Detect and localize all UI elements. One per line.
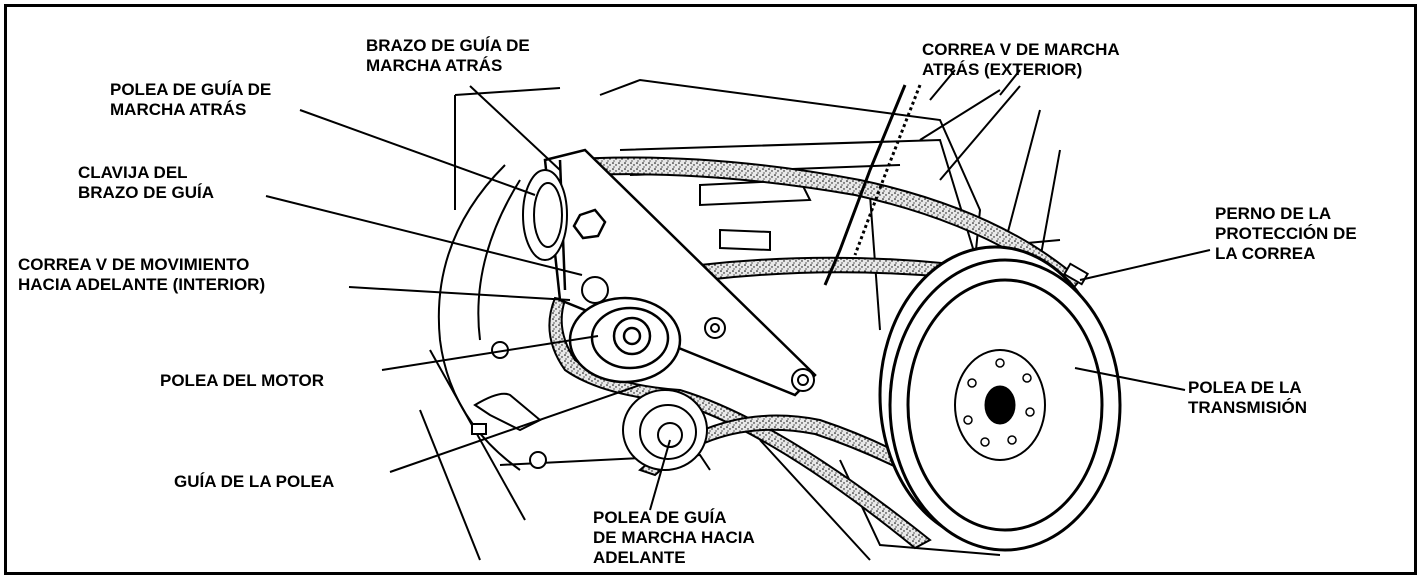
pulley-guide	[471, 341, 547, 469]
label-engine-pulley: POLEA DEL MOTOR	[160, 371, 325, 390]
label-belt-guard-bolt: PERNO DE LA PROTECCIÓN DE LA CORREA	[1215, 204, 1357, 263]
leader-lines	[265, 85, 1211, 511]
label-reverse-guide-arm: BRAZO DE GUÍA DE MARCHA ATRÁS	[366, 36, 530, 75]
forward-idler-pulley	[622, 389, 708, 471]
engine-pulley	[568, 296, 682, 384]
drive-pulley	[878, 245, 1122, 552]
reverse-idler-pulley	[522, 169, 568, 261]
arm-bolts	[704, 317, 815, 392]
label-guide-arm-pin: CLAVIJA DEL BRAZO DE GUÍA	[78, 163, 214, 202]
label-forward-idler-pulley: POLEA DE GUÍA DE MARCHA HACIA ADELANTE	[593, 508, 755, 567]
cable	[823, 84, 922, 286]
guide-arm-pin	[581, 276, 609, 304]
label-pulley-guide: GUÍA DE LA POLEA	[174, 472, 335, 491]
label-forward-v-belt: CORREA V DE MOVIMIENTO HACIA ADELANTE (I…	[18, 255, 266, 294]
label-reverse-idler-pulley: POLEA DE GUÍA DE MARCHA ATRÁS	[110, 80, 272, 119]
label-drive-pulley: POLEA DE LA TRANSMISIÓN	[1188, 378, 1307, 417]
label-reverse-v-belt: CORREA V DE MARCHA ATRÁS (EXTERIOR)	[922, 40, 1120, 79]
